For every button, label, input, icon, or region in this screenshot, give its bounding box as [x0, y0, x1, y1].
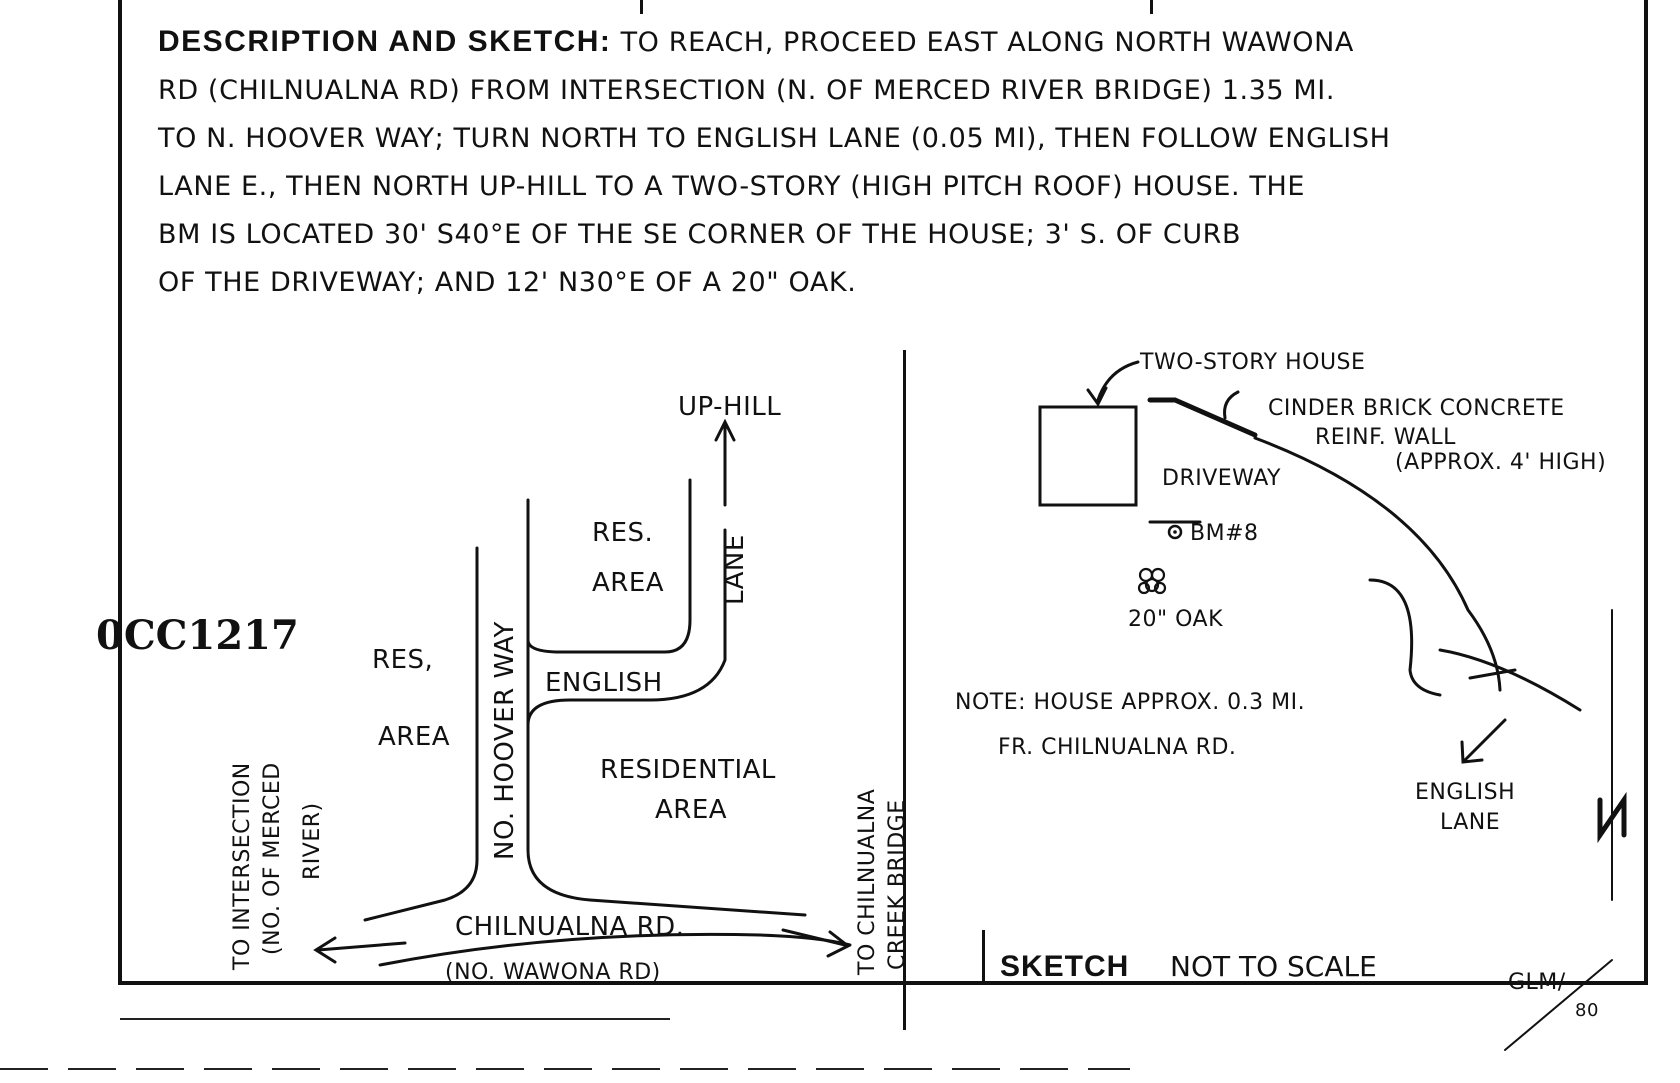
house-leader: [1096, 360, 1140, 402]
label-res-area-2b: AREA: [378, 722, 451, 752]
sketch-divider: [903, 350, 906, 1030]
house-outline: [1038, 405, 1138, 507]
label-lane: LANE: [720, 534, 750, 605]
description-line-5: BM IS LOCATED 30' S40°E OF THE SE CORNER…: [158, 219, 1242, 250]
document-frame: [118, 0, 1648, 985]
english-lane-edge: [1438, 648, 1582, 712]
bm-circle: [1167, 524, 1183, 540]
label-res-area-1b: AREA: [592, 568, 665, 598]
bm-center: [1173, 530, 1177, 534]
label-residential-b: AREA: [655, 795, 728, 825]
east-arrow-head: [826, 930, 851, 958]
up-hill-arrow-head: [714, 418, 736, 442]
hoover-way-east-edge: [526, 588, 807, 917]
label-to-bridge-2: CREEK BRIDGE: [885, 799, 910, 970]
house-leader-head: [1086, 386, 1108, 407]
east-arrow-shaft: [781, 928, 847, 947]
label-two-story-house: TWO-STORY HOUSE: [1140, 350, 1366, 375]
label-hoover-way: NO. HOOVER WAY: [490, 621, 520, 860]
reinforced-wall: [1147, 397, 1258, 438]
label-wall-1: CINDER BRICK CONCRETE: [1268, 396, 1565, 421]
label-residential: RESIDENTIAL: [600, 755, 776, 785]
description-block: DESCRIPTION AND SKETCH: TO REACH, PROCEE…: [158, 18, 1648, 307]
description-line-6: OF THE DRIVEWAY; AND 12' N30°E OF A 20" …: [158, 267, 857, 298]
label-wawona-rd: (NO. WAWONA RD): [445, 960, 661, 985]
oak-tree-symbol: [1137, 567, 1167, 595]
west-arrow-head: [313, 936, 337, 964]
label-merced-1: (NO. OF MERCED: [260, 762, 285, 955]
driveway-north-edge: [1253, 436, 1502, 692]
initials-slash: [1504, 959, 1613, 1051]
initials-year: 80: [1575, 1000, 1599, 1021]
description-line-3: TO N. HOOVER WAY; TURN NORTH TO ENGLISH …: [158, 123, 1391, 154]
english-lane-leader-head: [1460, 740, 1484, 764]
label-chilnualna-rd: CHILNUALNA RD.: [455, 912, 685, 942]
description-heading: DESCRIPTION AND SKETCH:: [158, 25, 612, 58]
label-english-lane-1: ENGLISH: [1415, 780, 1516, 805]
english-lane-south-edge: [526, 528, 727, 727]
english-lane-north-edge: [526, 478, 692, 654]
label-note-2: FR. CHILNUALNA RD.: [998, 735, 1237, 760]
label-to-bridge-1: TO CHILNUALNA: [855, 788, 880, 975]
label-wall-2: REINF. WALL: [1315, 425, 1456, 450]
driveway-cross: [1468, 668, 1517, 680]
label-merced-2: RIVER): [300, 802, 325, 880]
sketch-label-divider: [982, 930, 985, 985]
initials: GLM/: [1508, 970, 1566, 995]
frame-tick: [1150, 0, 1153, 14]
west-arrow-shaft: [316, 941, 407, 952]
label-res-area-2: RES,: [372, 645, 434, 675]
label-res-area-1: RES.: [592, 518, 654, 548]
driveway-south-edge: [1368, 578, 1442, 697]
hoover-way-west-edge: [363, 546, 479, 922]
label-english-lane-2: LANE: [1440, 810, 1501, 835]
description-line-1: DESCRIPTION AND SKETCH: TO REACH, PROCEE…: [158, 25, 1354, 58]
description-line-4: LANE E., THEN NORTH UP-HILL TO A TWO-STO…: [158, 171, 1306, 202]
label-to-intersection: TO INTERSECTION: [230, 762, 255, 970]
label-20-oak: 20" OAK: [1128, 607, 1224, 632]
label-english: ENGLISH: [545, 668, 663, 698]
bottom-dash: [120, 1018, 670, 1020]
label-wall-3: (APPROX. 4' HIGH): [1395, 450, 1607, 475]
frame-tick: [640, 0, 643, 14]
sketch-label: SKETCH: [1000, 950, 1130, 983]
label-driveway: DRIVEWAY: [1162, 466, 1281, 491]
not-to-scale-label: NOT TO SCALE: [1170, 950, 1377, 983]
label-bm-8: BM#8: [1190, 521, 1259, 546]
label-up-hill: UP-HILL: [678, 392, 782, 422]
north-symbol: [1597, 791, 1627, 844]
english-lane-leader: [1463, 718, 1507, 762]
description-line-2: RD (CHILNUALNA RD) FROM INTERSECTION (N.…: [158, 75, 1336, 106]
bottom-dash-row: [0, 1068, 1130, 1070]
wall-leader: [1223, 390, 1240, 420]
sheet-code: 0CC1217: [96, 612, 299, 659]
label-note-1: NOTE: HOUSE APPROX. 0.3 MI.: [955, 690, 1306, 715]
